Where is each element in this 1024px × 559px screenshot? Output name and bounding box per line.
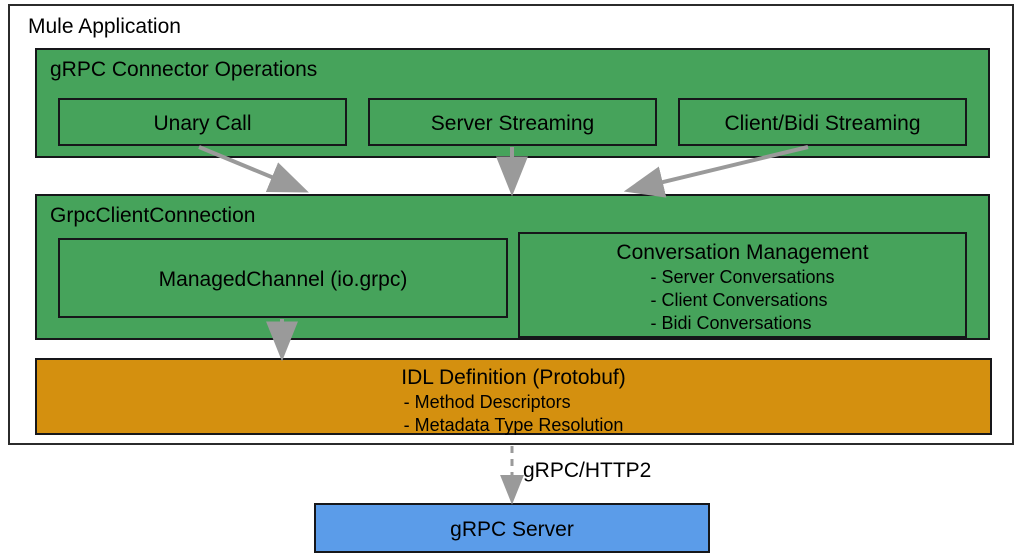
- grpc-server-label: gRPC Server: [450, 518, 574, 541]
- operation-label-unary-call: Unary Call: [153, 112, 252, 135]
- conversation-bullet-client: - Client Conversations: [650, 290, 828, 310]
- managed-channel-box[interactable]: ManagedChannel (io.grpc): [58, 238, 508, 318]
- transport-protocol-label: gRPC/HTTP2: [523, 459, 652, 482]
- idl-definition-bullets: - Method Descriptors - Metadata Type Res…: [404, 391, 624, 437]
- grpc-server-box[interactable]: gRPC Server: [314, 503, 710, 553]
- operation-box-server-streaming[interactable]: Server Streaming: [368, 98, 657, 146]
- operation-box-unary-call[interactable]: Unary Call: [58, 98, 347, 146]
- idl-definition-content: IDL Definition (Protobuf) - Method Descr…: [37, 365, 990, 437]
- idl-bullet-method-descriptors: - Method Descriptors: [403, 392, 571, 412]
- grpc-client-connection-title: GrpcClientConnection: [50, 204, 256, 227]
- idl-definition-title: IDL Definition (Protobuf): [401, 366, 626, 389]
- operation-label-server-streaming: Server Streaming: [430, 112, 595, 135]
- conversation-management-title: Conversation Management: [616, 241, 869, 264]
- conversation-bullet-server: - Server Conversations: [650, 267, 835, 287]
- conversation-bullet-bidi: - Bidi Conversations: [650, 313, 812, 333]
- grpc-connector-operations-title: gRPC Connector Operations: [50, 58, 318, 81]
- conversation-management-bullets: - Server Conversations - Client Conversa…: [650, 266, 834, 335]
- conversation-management-content: Conversation Management - Server Convers…: [520, 240, 965, 335]
- operation-label-client-bidi-streaming: Client/Bidi Streaming: [724, 112, 921, 135]
- mule-application-title: Mule Application: [28, 15, 181, 38]
- operation-box-client-bidi-streaming[interactable]: Client/Bidi Streaming: [678, 98, 967, 146]
- managed-channel-label: ManagedChannel (io.grpc): [158, 268, 408, 291]
- idl-definition-section[interactable]: IDL Definition (Protobuf) - Method Descr…: [35, 358, 992, 435]
- idl-bullet-metadata-type-resolution: - Metadata Type Resolution: [403, 415, 624, 435]
- conversation-management-box[interactable]: Conversation Management - Server Convers…: [518, 232, 967, 338]
